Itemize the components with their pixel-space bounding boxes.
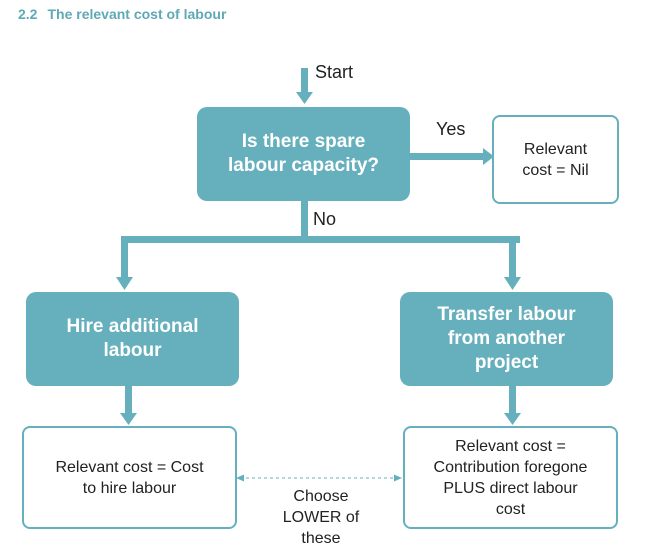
hire-cost-line-1: Relevant cost = Cost	[55, 458, 204, 476]
transfer-cost-line-2: Contribution foregone	[433, 458, 588, 476]
yes-arrow	[409, 148, 494, 165]
start-label: Start	[315, 62, 354, 82]
section-number: 2.2	[18, 6, 38, 22]
transfer-cost-line-4: cost	[495, 500, 526, 518]
transfer-cost-line-1: Relevant cost =	[455, 437, 566, 455]
question-box: Is there spare labour capacity?	[197, 107, 410, 201]
hire-cost-line-2: to hire labour	[82, 479, 177, 497]
nil-cost-line-1: Relevant	[523, 140, 588, 158]
choose-line-2: LOWER of	[282, 509, 360, 526]
choose-lower-note: Choose LOWER of these	[266, 486, 376, 549]
no-label: No	[313, 209, 337, 229]
transfer-line-3: project	[474, 352, 539, 373]
question-line-1: Is there spare	[241, 131, 366, 152]
hire-down-arrow	[120, 385, 137, 425]
transfer-down-arrow	[504, 385, 521, 425]
section-heading: 2.2 The relevant cost of labour	[18, 6, 226, 22]
hire-line-2: labour	[103, 340, 162, 361]
transfer-line-2: from another	[447, 328, 566, 349]
transfer-labour-box: Transfer labour from another project	[400, 292, 613, 386]
question-line-2: labour capacity?	[228, 155, 379, 176]
hire-cost-box: Relevant cost = Cost to hire labour	[22, 426, 237, 529]
start-arrow	[296, 68, 313, 104]
choose-line-3: these	[301, 530, 341, 547]
choose-line-1: Choose	[293, 488, 349, 505]
transfer-cost-line-3: PLUS direct labour	[443, 479, 578, 497]
hire-line-1: Hire additional	[66, 316, 199, 337]
compare-dashed-arrow	[236, 474, 402, 482]
yes-label: Yes	[436, 119, 466, 139]
nil-cost-box: Relevant cost = Nil	[492, 115, 619, 204]
section-title: The relevant cost of labour	[47, 6, 227, 22]
transfer-line-1: Transfer labour	[437, 304, 576, 325]
transfer-cost-box: Relevant cost = Contribution foregone PL…	[403, 426, 618, 529]
hire-labour-box: Hire additional labour	[26, 292, 239, 386]
no-branch-connector	[116, 201, 521, 290]
nil-cost-line-2: cost = Nil	[522, 161, 589, 179]
